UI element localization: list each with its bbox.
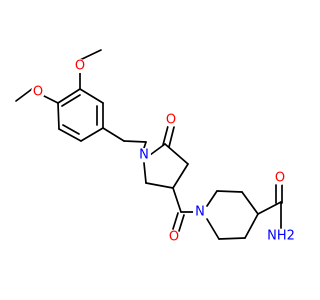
bond bbox=[178, 214, 185, 232]
bond bbox=[143, 141, 147, 149]
bond bbox=[149, 143, 166, 156]
bond bbox=[80, 127, 104, 142]
atom-n-piperidine: N bbox=[193, 205, 207, 220]
bond bbox=[218, 237, 246, 240]
bond bbox=[244, 213, 259, 239]
bond bbox=[162, 125, 169, 146]
bond bbox=[79, 88, 104, 104]
bond bbox=[102, 127, 125, 142]
atom-label: N bbox=[139, 148, 149, 163]
bond bbox=[57, 88, 81, 104]
bond bbox=[58, 128, 82, 142]
bond bbox=[145, 182, 174, 189]
atom-label: O bbox=[33, 85, 43, 100]
atom-o-methoxy-top: O bbox=[73, 59, 87, 74]
atom-o-methoxy-bottom: O bbox=[31, 85, 45, 100]
bond bbox=[57, 102, 60, 130]
bond bbox=[172, 212, 179, 230]
bond bbox=[15, 88, 33, 102]
atom-label: O bbox=[169, 230, 179, 245]
atom-label: O bbox=[75, 59, 85, 74]
atom-label: O bbox=[275, 171, 285, 186]
bond bbox=[123, 140, 147, 143]
atom-o-amide: O bbox=[167, 230, 181, 245]
bond bbox=[241, 191, 259, 215]
bond bbox=[168, 126, 175, 148]
atom-o-lactam: O bbox=[164, 113, 178, 128]
bond bbox=[172, 163, 189, 189]
atom-labels: O O N O O N O NH2 bbox=[31, 59, 295, 245]
bond bbox=[206, 190, 218, 207]
bond bbox=[61, 94, 81, 107]
bond bbox=[172, 187, 182, 213]
bond bbox=[62, 124, 80, 135]
bond bbox=[43, 95, 59, 104]
bond bbox=[257, 201, 282, 215]
atom-label: O bbox=[166, 113, 176, 128]
atom-n-pyrrolidine: N bbox=[137, 148, 151, 163]
atom-label: N bbox=[195, 205, 205, 220]
bond bbox=[79, 49, 102, 61]
atom-label: NH2 bbox=[267, 229, 295, 244]
bonds bbox=[15, 49, 283, 240]
atom-o-carboxamide: O bbox=[273, 171, 287, 186]
bond bbox=[206, 218, 220, 240]
bond bbox=[143, 162, 147, 184]
molecule-structure: O O N O O N O NH2 bbox=[15, 49, 295, 245]
atom-nh2-carboxamide: NH2 bbox=[267, 229, 295, 244]
bond bbox=[216, 190, 243, 193]
